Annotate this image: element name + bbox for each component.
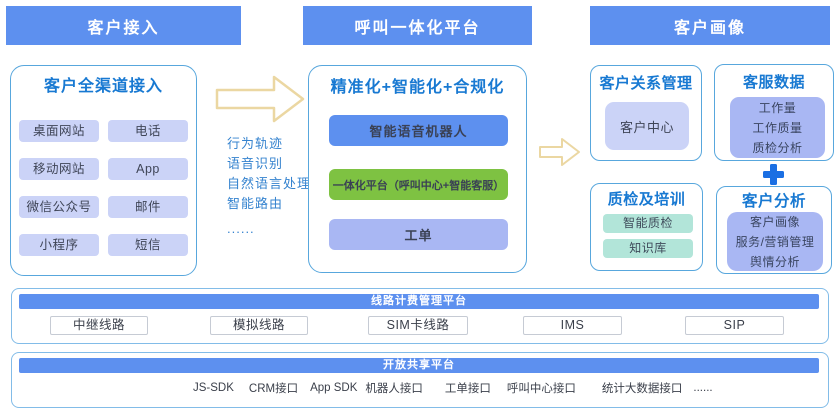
integrated-platform-panel: 精准化+智能化+合规化 智能语音机器人 一体化平台（呼叫中心+智能客服） 工单 <box>308 65 527 273</box>
capability-speech-recognition: 语音识别 <box>227 156 284 171</box>
line-billing-title-bar: 线路计费管理平台 <box>19 294 819 309</box>
channel-mobile-website: 移动网站 <box>19 158 99 180</box>
interface-work-order: 工单接口 <box>444 383 491 395</box>
metric-service-marketing: 服务/营销管理 <box>735 234 815 249</box>
item-ai-voice-robot: 智能语音机器人 <box>329 115 508 146</box>
interface-big-data: 统计大数据接口 <box>601 383 683 395</box>
interface-app-sdk: App SDK <box>310 382 358 394</box>
line-sip: SIP <box>685 316 784 335</box>
item-work-order: 工单 <box>329 219 508 250</box>
customer-analysis-panel: 客户分析 客户画像 服务/营销管理 舆情分析 <box>716 186 832 274</box>
item-integrated-platform: 一体化平台（呼叫中心+智能客服） <box>329 169 508 200</box>
omni-channel-access-title: 客户全渠道接入 <box>43 78 163 95</box>
interface-robot: 机器人接口 <box>365 383 423 395</box>
header-customer-access: 客户接入 <box>6 6 241 45</box>
interface-call-center: 呼叫中心接口 <box>506 383 576 395</box>
channel-phone: 电话 <box>108 120 188 142</box>
plus-icon <box>763 164 784 185</box>
crm-panel-title: 客户关系管理 <box>599 75 693 92</box>
interface-js-sdk: JS-SDK <box>193 382 234 394</box>
access-channel-grid: 桌面网站 电话 移动网站 App 微信公众号 邮件 小程序 短信 <box>19 120 188 256</box>
service-data-metrics: 工作量 工作质量 质检分析 <box>730 97 825 158</box>
qc-training-panel: 质检及培训 智能质检 知识库 <box>590 183 703 271</box>
interface-ellipsis: ...... <box>693 382 713 394</box>
channel-email: 邮件 <box>108 196 188 218</box>
capability-nlp: 自然语言处理 <box>227 176 312 191</box>
line-ims: IMS <box>523 316 622 335</box>
line-sim-card: SIM卡线路 <box>368 316 468 335</box>
line-analog: 模拟线路 <box>210 316 308 335</box>
metric-workload: 工作量 <box>758 100 797 115</box>
channel-desktop-website: 桌面网站 <box>19 120 99 142</box>
metric-work-quality: 工作质量 <box>752 120 803 135</box>
channel-mini-program: 小程序 <box>19 234 99 256</box>
item-customer-center: 客户中心 <box>605 102 689 150</box>
customer-analysis-metrics: 客户画像 服务/营销管理 舆情分析 <box>727 212 823 271</box>
header-call-platform: 呼叫一体化平台 <box>303 6 532 45</box>
metric-customer-portrait: 客户画像 <box>749 214 800 229</box>
metric-sentiment-analysis: 舆情分析 <box>749 254 800 269</box>
customer-analysis-title: 客户分析 <box>741 193 806 210</box>
open-interface-list: JS-SDK CRM接口 App SDK 机器人接口 工单接口 呼叫中心接口 统… <box>193 379 713 397</box>
item-smart-qc: 智能质检 <box>603 214 693 233</box>
service-data-title: 客服数据 <box>742 74 805 91</box>
omni-channel-access-panel: 客户全渠道接入 桌面网站 电话 移动网站 App 微信公众号 邮件 小程序 短信 <box>10 65 197 276</box>
integrated-platform-title: 精准化+智能化+合规化 <box>330 79 505 96</box>
capability-behavior-track: 行为轨迹 <box>227 136 284 151</box>
open-sharing-band: 开放共享平台 JS-SDK CRM接口 App SDK 机器人接口 工单接口 呼… <box>11 352 829 408</box>
crm-panel: 客户关系管理 客户中心 <box>590 65 702 161</box>
line-billing-band: 线路计费管理平台 中继线路 模拟线路 SIM卡线路 IMS SIP <box>11 288 829 344</box>
channel-sms: 短信 <box>108 234 188 256</box>
service-data-panel: 客服数据 工作量 工作质量 质检分析 <box>714 64 834 161</box>
interface-crm: CRM接口 <box>248 383 299 395</box>
item-knowledge-base: 知识库 <box>603 239 693 258</box>
header-customer-profile: 客户画像 <box>590 6 830 45</box>
qc-training-title: 质检及培训 <box>607 191 686 208</box>
capability-label-list: 行为轨迹 语音识别 自然语言处理 智能路由 ...... <box>227 134 311 239</box>
flow-arrow-right-icon <box>539 138 580 166</box>
flow-arrow-left-icon <box>215 75 305 123</box>
capability-smart-routing: 智能路由 <box>227 196 284 211</box>
metric-qc-analysis: 质检分析 <box>752 140 803 155</box>
channel-app: App <box>108 158 188 180</box>
open-sharing-title-bar: 开放共享平台 <box>19 358 819 373</box>
line-trunk: 中继线路 <box>50 316 148 335</box>
channel-wechat-official: 微信公众号 <box>19 196 99 218</box>
capability-ellipsis: ...... <box>227 221 255 236</box>
